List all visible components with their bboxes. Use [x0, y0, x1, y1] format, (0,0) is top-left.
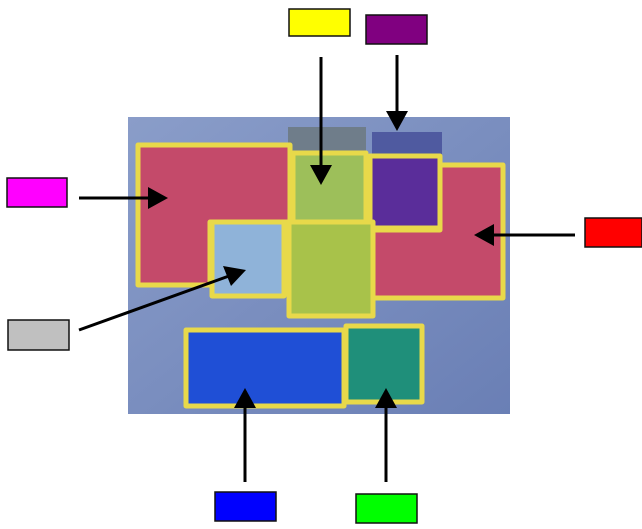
arrow-purple — [386, 55, 408, 131]
block-teal-bottom — [343, 323, 425, 405]
arrow-yellow — [310, 57, 332, 185]
swatch-gray — [7, 319, 70, 351]
arrow-green — [375, 388, 397, 482]
blocks-photo — [128, 117, 510, 414]
swatch-purple — [365, 14, 428, 45]
swatch-red — [584, 217, 642, 248]
block-gray-blue — [209, 219, 287, 299]
swatch-magenta — [6, 177, 68, 208]
swatch-yellow — [288, 8, 351, 37]
block-top-shadow-2 — [372, 132, 442, 156]
arrow-magenta — [79, 187, 168, 209]
block-blue-bottom — [183, 327, 347, 409]
block-light-green-center — [286, 219, 376, 319]
swatch-green — [355, 493, 418, 524]
arrow-gray — [78, 266, 246, 332]
arrow-blue — [234, 388, 256, 482]
swatch-blue — [214, 491, 277, 522]
arrow-red — [474, 224, 575, 246]
block-purple-top — [367, 153, 443, 231]
block-light-green-top — [290, 150, 369, 228]
